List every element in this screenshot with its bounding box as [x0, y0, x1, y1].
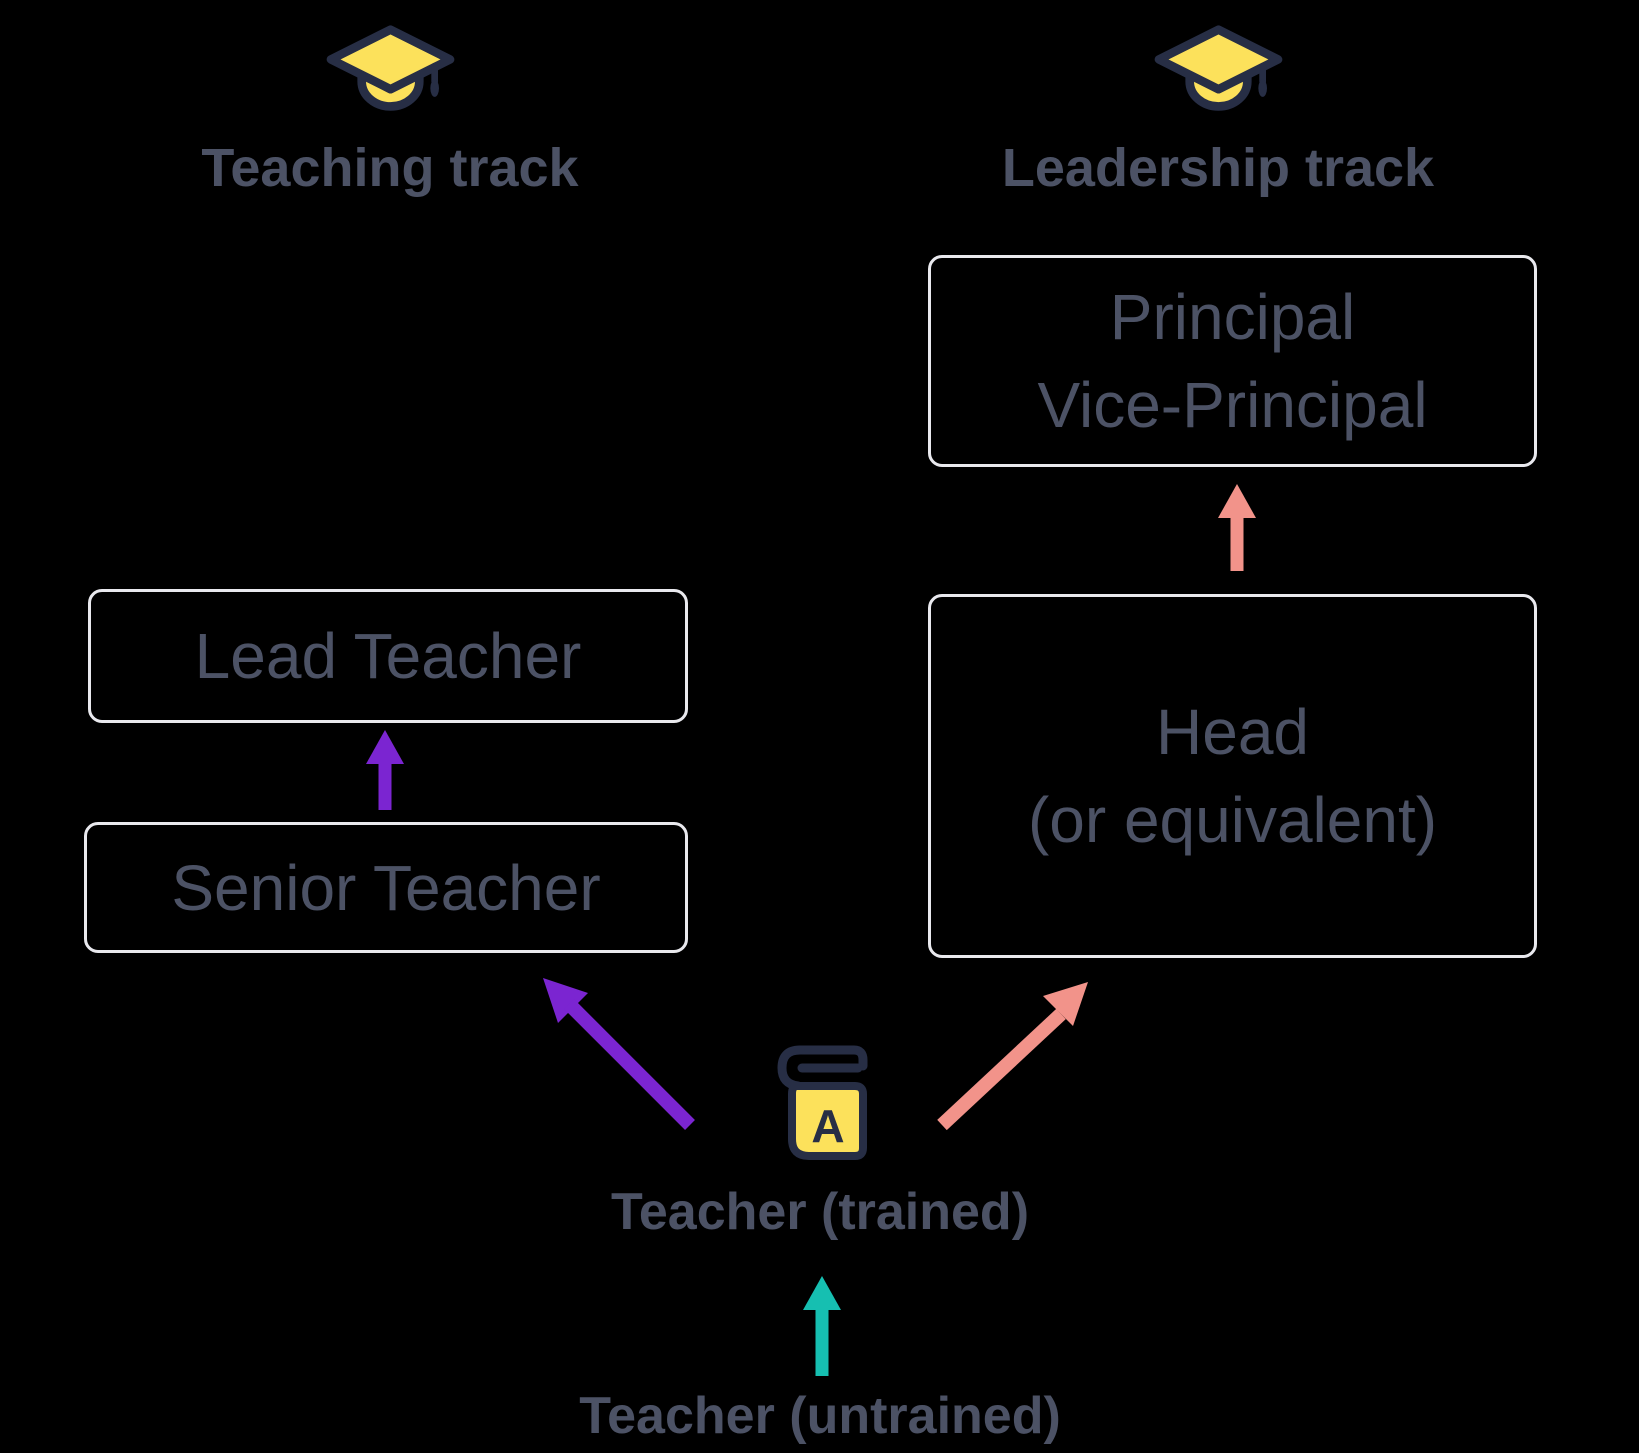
arrow-trained-to-senior-icon [543, 978, 695, 1130]
arrow-head-to-principal-icon [1218, 484, 1256, 571]
senior-teacher-label: Senior Teacher [171, 851, 601, 924]
teacher-trained-label: Teacher (trained) [610, 1183, 1030, 1241]
book-icon: A [777, 1045, 868, 1160]
book-letter: A [811, 1100, 844, 1152]
graduation-cap-icon [326, 25, 454, 111]
arrow-untrained-to-trained-icon [803, 1276, 841, 1376]
lead-teacher-label: Lead Teacher [194, 620, 582, 692]
principal-box: Principal Vice-Principal [928, 255, 1537, 467]
arrow-trained-to-head-icon [937, 982, 1088, 1131]
graduation-cap-icon [1154, 25, 1282, 111]
teaching-track-title: Teaching track [201, 138, 579, 198]
principal-label-line2: Vice-Principal [1037, 369, 1428, 441]
lead-teacher-box: Lead Teacher [88, 589, 688, 723]
leadership-track-title: Leadership track [1001, 138, 1435, 198]
leadership-track-header: Leadership track [918, 22, 1518, 200]
head-box: Head (or equivalent) [928, 594, 1537, 958]
teaching-track-header: Teaching track [90, 22, 690, 200]
head-label-line1: Head [1156, 696, 1309, 768]
head-label-line2: (or equivalent) [1027, 784, 1438, 856]
principal-label-line1: Principal [1109, 281, 1356, 353]
teacher-untrained-label: Teacher (untrained) [579, 1387, 1061, 1445]
arrow-senior-to-lead-icon [366, 730, 404, 810]
senior-teacher-box: Senior Teacher [84, 822, 688, 953]
